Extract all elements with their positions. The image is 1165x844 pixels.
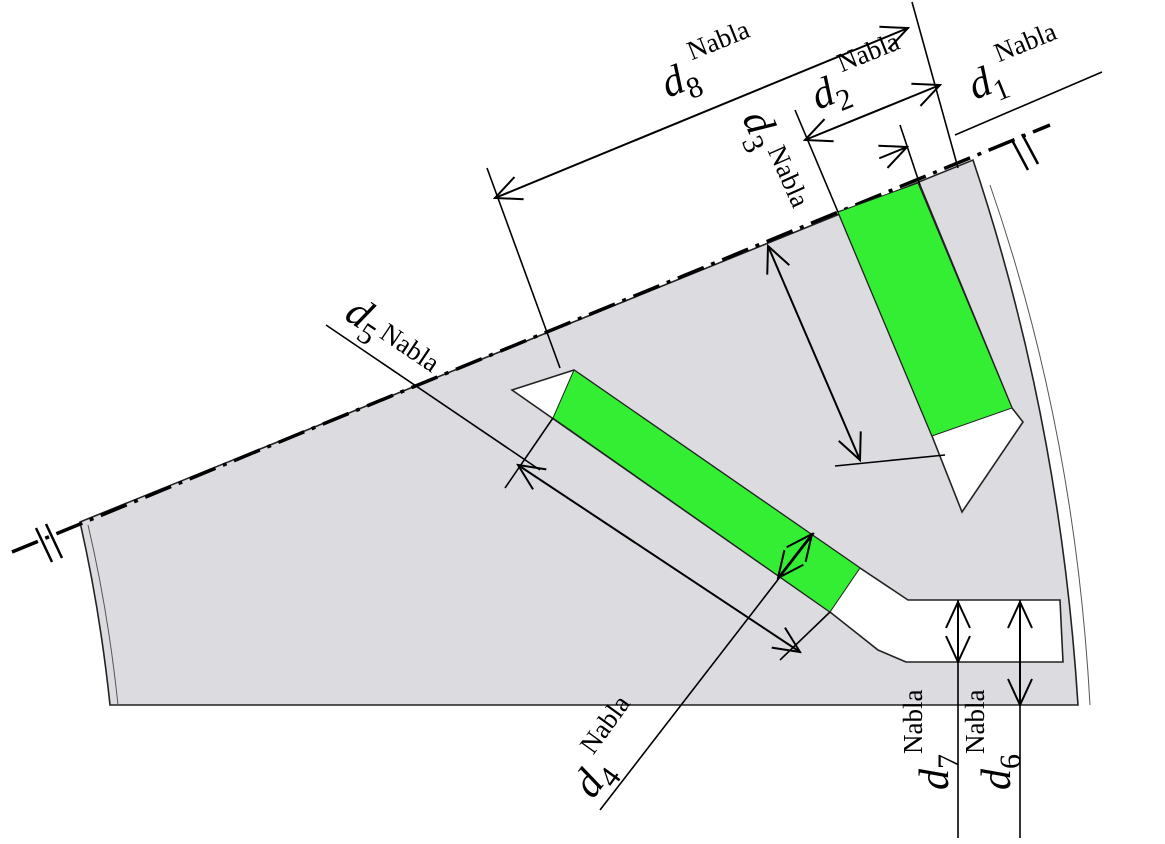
dim-d5 (325, 324, 831, 661)
axis-break-left (34, 523, 64, 563)
dim-d2 (794, 85, 940, 213)
outer-arc-line (989, 184, 1091, 706)
label-d7: d7Nabla (898, 690, 965, 790)
label-d6: d6Nabla (960, 690, 1027, 790)
label-d8: d8Nabla (649, 14, 767, 114)
dim-d4 (599, 533, 815, 811)
label-d5: d5Nabla (333, 288, 449, 390)
label-d1: d1Nabla (956, 16, 1074, 116)
axis-break-right (1010, 133, 1040, 171)
inner-arc-line (87, 524, 119, 706)
dim-d3 (768, 246, 946, 467)
label-d3: d3Nabla (726, 103, 817, 220)
label-d4: d4Nabla (553, 689, 666, 810)
dim-d1 (880, 71, 1103, 186)
label-d2: d2Nabla (799, 26, 917, 126)
